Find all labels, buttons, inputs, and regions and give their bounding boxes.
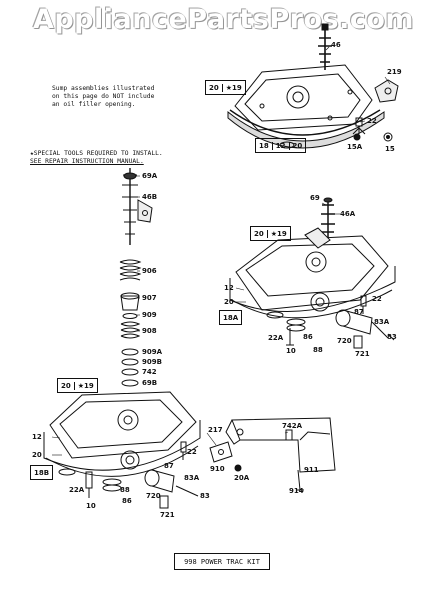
part-label: 83A [184, 474, 200, 482]
part-label: 10 [86, 502, 96, 510]
linkage-bracket-assembly [209, 417, 336, 491]
callout-box-cell: 18B [34, 468, 50, 477]
part-label: 15A [347, 143, 363, 151]
part-label: 12 [32, 433, 42, 441]
part-label: 907 [142, 294, 157, 302]
part-label: 88 [313, 346, 323, 354]
watermark-text: AppliancePartsPros.com [32, 4, 415, 35]
part-label: 910 [210, 465, 225, 473]
part-label: 22A [268, 334, 284, 342]
part-label: 906 [142, 267, 157, 275]
leader-lines [51, 46, 391, 456]
callout-box-cell: 18 [259, 141, 269, 150]
special-tools-note: ★SPECIAL TOOLS REQUIRED TO INSTALL. SEE … [30, 150, 163, 166]
bottom-sump-assembly [43, 391, 201, 509]
sump-note-line: Sump assemblies illustrated [52, 85, 155, 92]
part-label: 909A [142, 348, 163, 356]
callout-box-mid-gasket: 18A [219, 310, 243, 325]
part-label: 87 [354, 308, 364, 316]
part-label: 69 [310, 194, 320, 202]
part-label: 911 [304, 466, 319, 474]
callout-box-cell: 20 [61, 381, 71, 390]
part-label: 86 [303, 333, 313, 341]
part-label: 86 [122, 497, 132, 505]
part-label: 720 [146, 492, 161, 500]
callout-box-cell: ★19 [266, 229, 290, 238]
middle-sump-assembly [229, 197, 396, 349]
part-label: 909 [142, 311, 157, 319]
callout-box-cell: ★19 [221, 83, 245, 92]
part-label: 909B [142, 358, 162, 366]
callout-box-top-gasket: 18 12 20 [255, 138, 307, 153]
part-label: 217 [208, 426, 223, 434]
tools-note-line: ★SPECIAL TOOLS REQUIRED TO INSTALL. [30, 150, 163, 157]
top-sump-assembly [227, 23, 399, 149]
callout-box-cell: ★19 [73, 381, 97, 390]
callout-box-mid-seal: 20 ★19 [250, 226, 291, 241]
part-label: 88 [120, 486, 130, 494]
part-label: 87 [164, 462, 174, 470]
part-label: 46 [331, 41, 341, 49]
callout-box-cell: 18A [223, 313, 239, 322]
callout-box-cell: 12 [271, 141, 289, 150]
part-label: 69B [142, 379, 158, 387]
callout-box-cell: 20 [288, 141, 306, 150]
part-label: 69A [142, 172, 158, 180]
sump-note: Sump assemblies illustrated on this page… [52, 85, 154, 109]
sump-note-line: an oil filler opening. [52, 101, 136, 108]
part-label: 742 [142, 368, 157, 376]
part-label: 46A [340, 210, 356, 218]
part-label: 83 [387, 333, 397, 341]
part-label: 20 [224, 298, 234, 306]
part-label: 22 [187, 448, 197, 456]
left-column-parts [119, 168, 153, 387]
part-label: 721 [355, 350, 370, 358]
part-label: 12 [224, 284, 234, 292]
part-label: 83A [374, 318, 390, 326]
part-label: 720 [337, 337, 352, 345]
part-label: 22 [372, 295, 382, 303]
part-label: 15 [385, 145, 395, 153]
part-label: 914 [289, 487, 304, 495]
part-label: 20A [234, 474, 250, 482]
callout-box-bottom-gasket: 18B [30, 465, 54, 480]
part-label: 742A [282, 422, 303, 430]
callout-box-bottom-seal: 20 ★19 [57, 378, 98, 393]
part-label: 721 [160, 511, 175, 519]
callout-box-top-seal: 20 ★19 [205, 80, 246, 95]
part-label: 908 [142, 327, 157, 335]
kit-label: 998 POWER TRAC KIT [174, 553, 270, 570]
part-label: 22 [367, 117, 377, 125]
tools-note-line: SEE REPAIR INSTRUCTION MANUAL. [30, 158, 144, 165]
part-label: 46B [142, 193, 158, 201]
callout-box-cell: 20 [254, 229, 264, 238]
callout-box-cell: 20 [209, 83, 219, 92]
sump-note-line: on this page do NOT include [52, 93, 155, 100]
part-label: 20 [32, 451, 42, 459]
part-label: 22A [69, 486, 85, 494]
part-label: 10 [286, 347, 296, 355]
part-label: 83 [200, 492, 210, 500]
part-label: 219 [387, 68, 402, 76]
